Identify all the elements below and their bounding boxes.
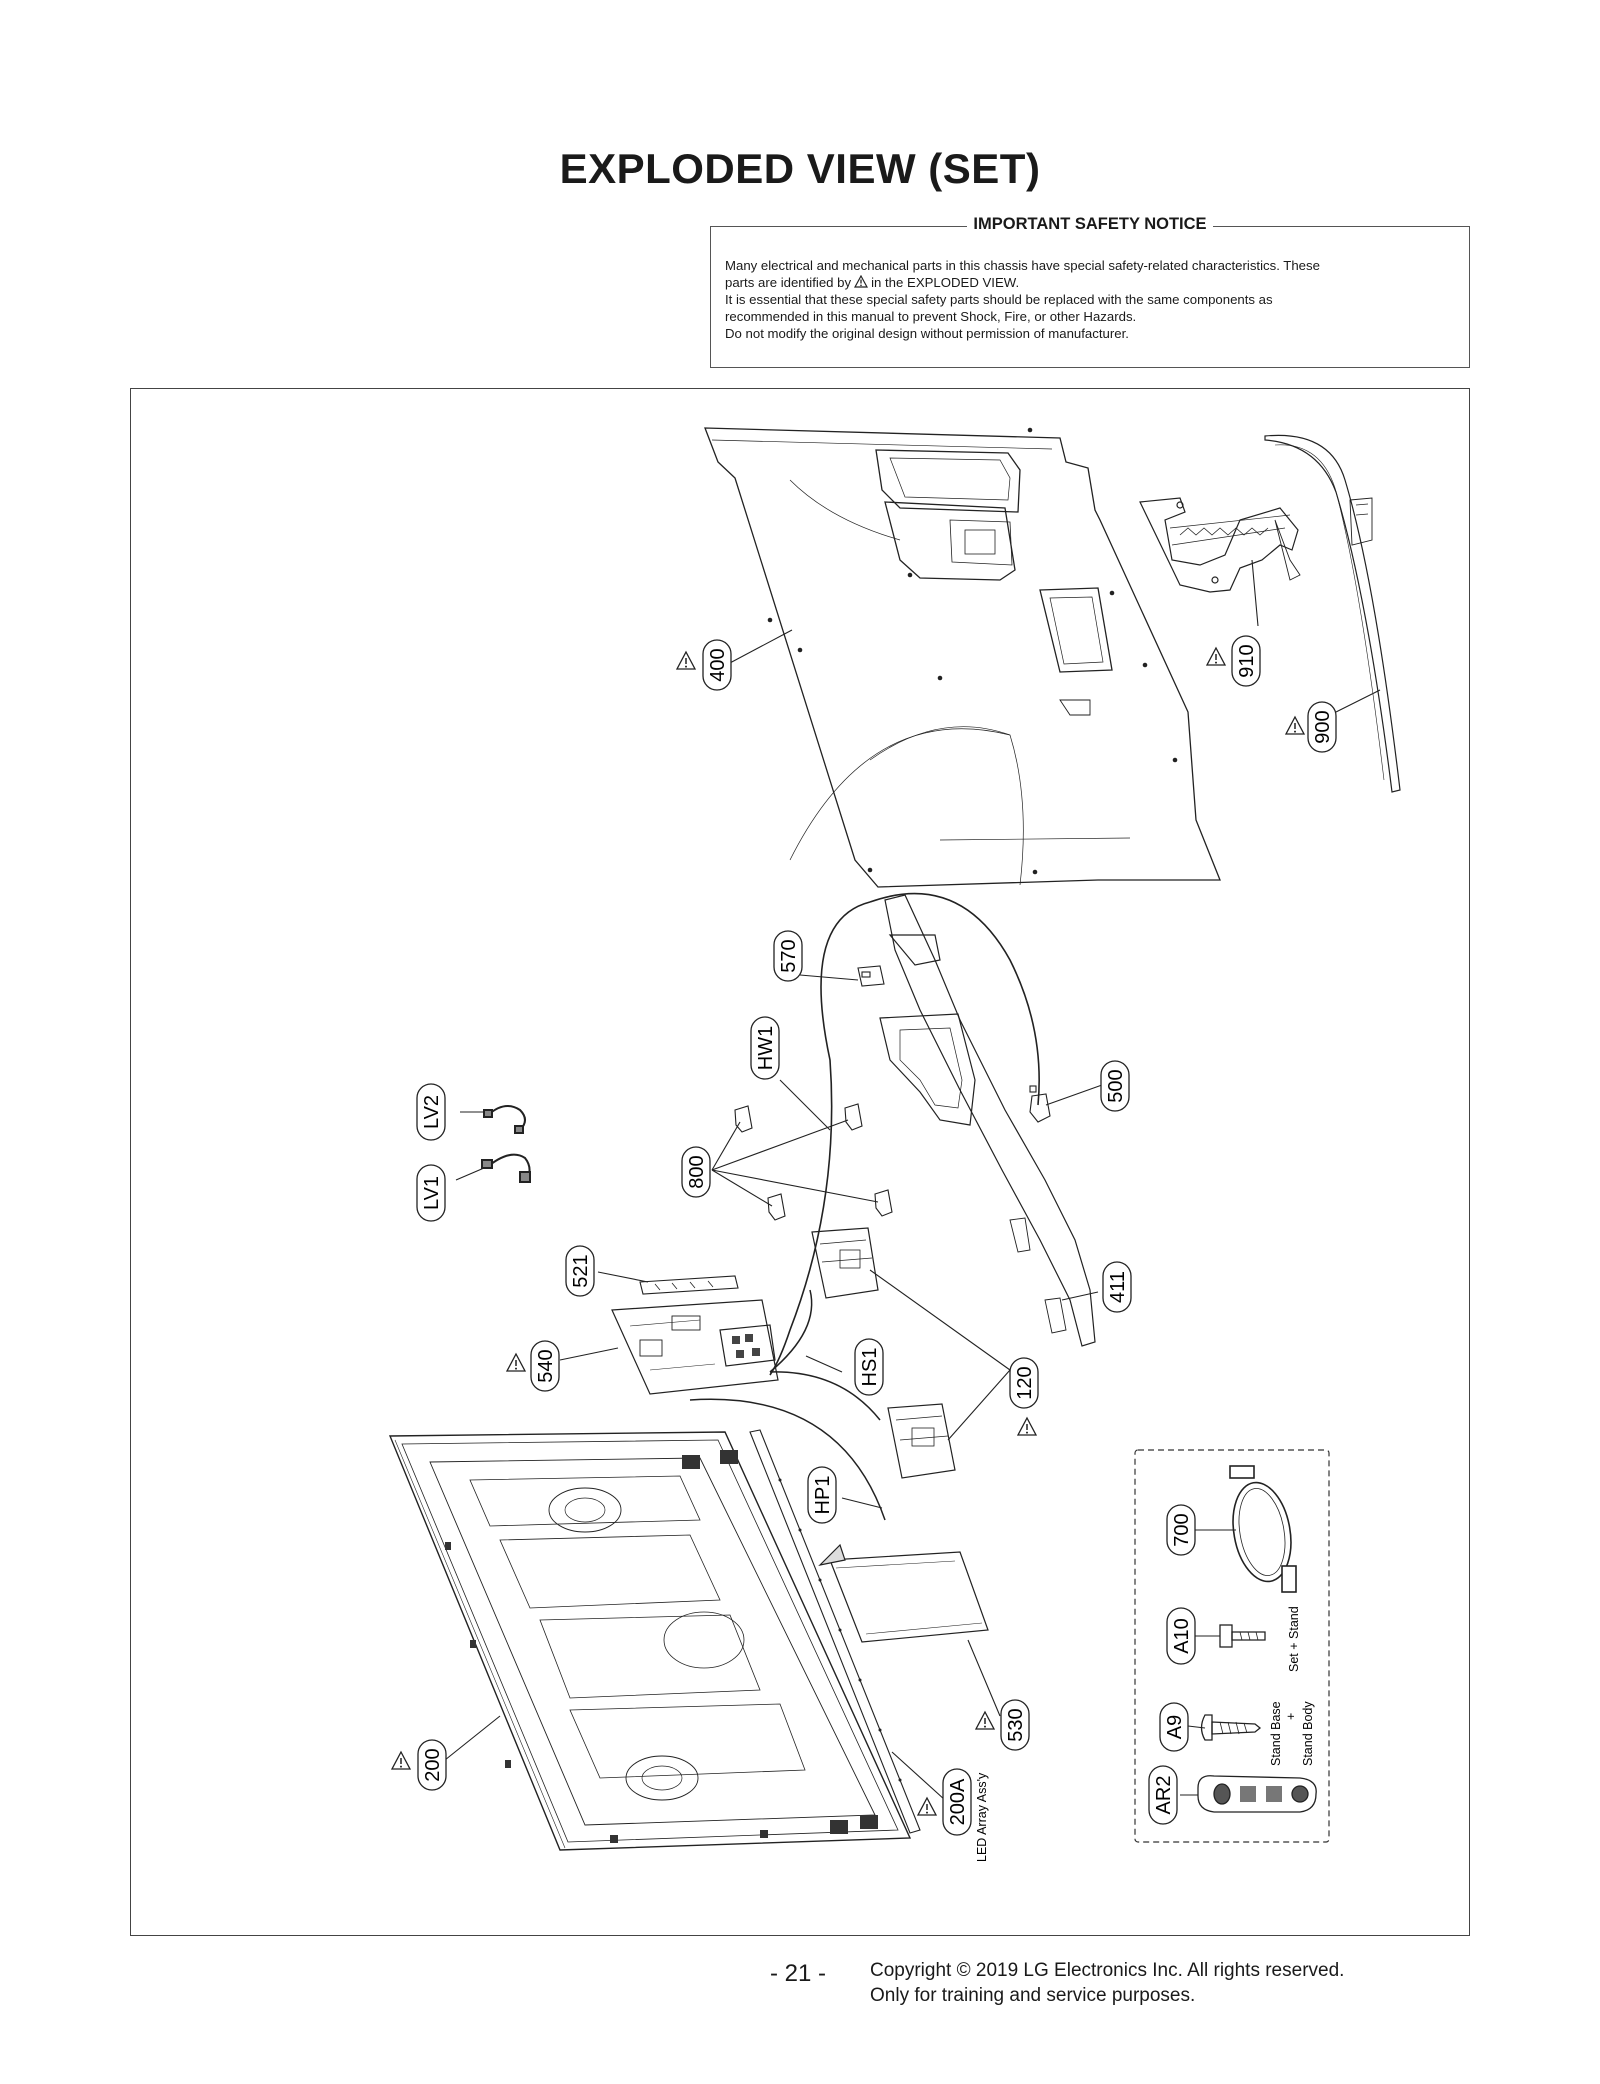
copyright-line-2: Only for training and service purposes. <box>870 1985 1196 2006</box>
remote-control-ar2 <box>1197 1775 1317 1813</box>
svg-text:570: 570 <box>778 939 800 972</box>
main-board-540 <box>611 1299 779 1395</box>
svg-text:AR2: AR2 <box>1153 1776 1175 1815</box>
svg-text:200: 200 <box>422 1748 444 1781</box>
warning-triangle-icon <box>1206 647 1226 666</box>
page-title: EXPLODED VIEW (SET) <box>559 145 1041 192</box>
svg-text:HS1: HS1 <box>859 1348 881 1387</box>
wire-hp1 <box>689 1398 886 1521</box>
label-530: 530 <box>1000 1699 1030 1751</box>
warning-triangle-icon <box>1017 1417 1037 1436</box>
label-200: 200 <box>417 1739 447 1791</box>
warning-triangle-icon <box>917 1797 937 1816</box>
wire-hs1 <box>769 1289 881 1421</box>
warning-triangle-icon <box>676 651 696 670</box>
copyright: Copyright © 2019 LG Electronics Inc. All… <box>870 1958 1344 2008</box>
label-521: 521 <box>565 1245 595 1297</box>
note-set-stand: Set + Stand <box>1287 1606 1301 1672</box>
speaker-120-lower <box>887 1403 956 1479</box>
rear-frame-part <box>879 894 1096 1347</box>
cable-lv1 <box>481 1153 531 1183</box>
note-stand-base: Stand Base <box>1269 1701 1283 1766</box>
warning-triangle-icon <box>854 275 869 288</box>
label-hw1: HW1 <box>750 1016 780 1080</box>
note-led-array: LED Array Ass'y <box>975 1772 989 1862</box>
svg-text:800: 800 <box>686 1155 708 1188</box>
back-cover-part <box>704 427 1221 888</box>
svg-text:700: 700 <box>1171 1513 1193 1546</box>
screw-a9 <box>1200 1714 1262 1741</box>
svg-text:A10: A10 <box>1171 1618 1193 1654</box>
label-400: 400 <box>702 639 732 691</box>
safety-notice-title: IMPORTANT SAFETY NOTICE <box>967 215 1213 233</box>
svg-text:500: 500 <box>1105 1069 1127 1102</box>
page-number: - 21 - <box>770 1960 827 1987</box>
svg-text:A9: A9 <box>1164 1715 1186 1739</box>
notice-line-4: recommended in this manual to prevent Sh… <box>725 309 1137 324</box>
label-900: 900 <box>1307 701 1337 753</box>
svg-text:411: 411 <box>1107 1271 1129 1303</box>
label-hp1: HP1 <box>807 1466 837 1524</box>
svg-text:200A: 200A <box>947 1778 969 1825</box>
svg-text:HP1: HP1 <box>812 1476 834 1515</box>
note-plus: + <box>1284 1713 1298 1720</box>
svg-text:LV1: LV1 <box>421 1176 443 1210</box>
label-910: 910 <box>1231 635 1261 687</box>
stand-base-part <box>1264 434 1401 793</box>
power-cord-700 <box>1229 1465 1297 1593</box>
svg-text:HW1: HW1 <box>755 1026 777 1070</box>
svg-text:400: 400 <box>707 648 729 681</box>
label-lv1: LV1 <box>416 1164 446 1222</box>
leader-lines <box>444 559 1381 1801</box>
accessories-box <box>1134 1449 1330 1843</box>
label-a10: A10 <box>1166 1607 1196 1665</box>
svg-text:120: 120 <box>1014 1366 1036 1399</box>
notice-line-5: Do not modify the original design withou… <box>725 326 1129 341</box>
label-ar2: AR2 <box>1148 1765 1178 1825</box>
label-411: 411 <box>1102 1261 1132 1313</box>
label-570: 570 <box>773 930 803 982</box>
power-board-530 <box>818 1543 989 1643</box>
screw-a10 <box>1219 1624 1266 1648</box>
cable-lv2 <box>483 1105 526 1134</box>
svg-text:521: 521 <box>570 1254 592 1287</box>
stand-body-part <box>1139 497 1301 593</box>
warning-triangle-icon <box>1285 716 1305 735</box>
small-board-570 <box>857 965 885 987</box>
label-hs1: HS1 <box>854 1338 884 1396</box>
svg-text:LV2: LV2 <box>421 1095 443 1129</box>
svg-text:900: 900 <box>1312 710 1334 743</box>
diagram-frame <box>130 388 1470 1936</box>
label-700: 700 <box>1166 1504 1196 1556</box>
notice-line-1: Many electrical and mechanical parts in … <box>725 258 1320 273</box>
label-lv2: LV2 <box>416 1083 446 1141</box>
wire-harness-part <box>769 892 1040 1376</box>
label-540: 540 <box>530 1340 560 1392</box>
label-500: 500 <box>1100 1060 1130 1112</box>
warning-triangle-icon <box>506 1353 526 1372</box>
copyright-line-1: Copyright © 2019 LG Electronics Inc. All… <box>870 1960 1345 1981</box>
bracket-521 <box>639 1275 739 1295</box>
warning-triangle-icon <box>975 1711 995 1730</box>
small-part-500 <box>1029 1085 1051 1123</box>
safety-notice-body: Many electrical and mechanical parts in … <box>725 257 1455 342</box>
led-array-200a <box>749 1429 921 1834</box>
svg-text:540: 540 <box>535 1349 557 1382</box>
label-120: 120 <box>1009 1357 1039 1409</box>
svg-text:910: 910 <box>1236 644 1258 677</box>
label-a9: A9 <box>1159 1702 1189 1752</box>
warning-triangle-icon <box>391 1751 411 1770</box>
clips-800 <box>734 1103 893 1221</box>
speaker-120-upper <box>811 1227 879 1299</box>
label-200a: 200A <box>942 1768 972 1836</box>
display-module-200 <box>388 1431 912 1851</box>
svg-text:530: 530 <box>1005 1708 1027 1741</box>
part-labels: 400 910 900 570 HW1 500 <box>391 635 1337 1862</box>
note-stand-body: Stand Body <box>1301 1701 1315 1766</box>
safety-notice-box: IMPORTANT SAFETY NOTICE Many electrical … <box>710 215 1470 368</box>
label-800: 800 <box>681 1146 711 1198</box>
notice-line-3: It is essential that these special safet… <box>725 292 1273 307</box>
